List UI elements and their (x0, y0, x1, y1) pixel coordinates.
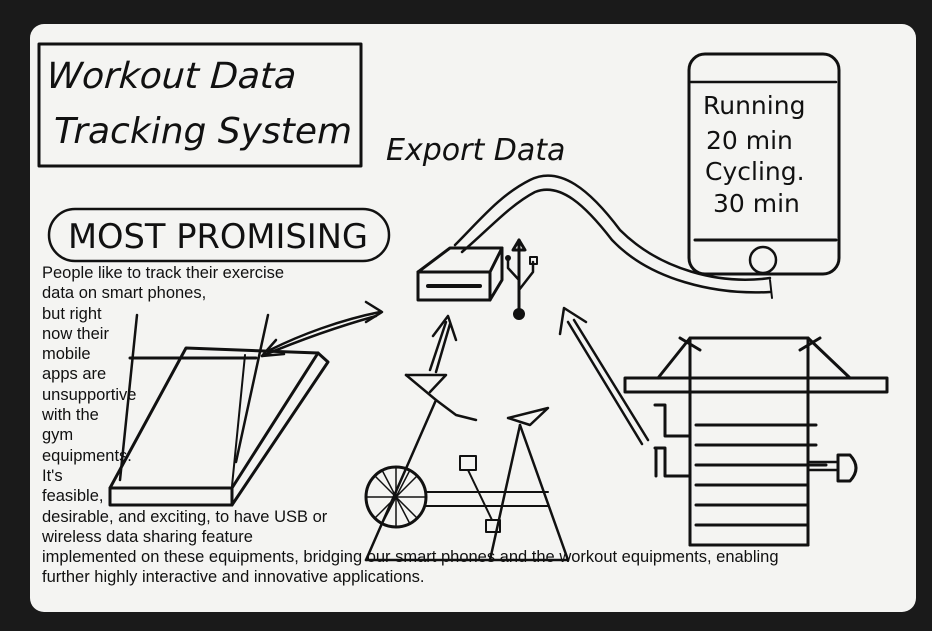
most-promising-badge: MOST PROMISING (47, 207, 391, 263)
phone-line-cycling-time: 30 min (713, 189, 800, 218)
arrow-machine-to-usb (558, 306, 650, 446)
description-line: but right (42, 304, 102, 323)
description-line: unsupportive (42, 385, 137, 404)
description-line: apps are (42, 365, 107, 384)
exercise-bike-illustration (364, 373, 570, 562)
description-paragraph: People like to track their exercise data… (42, 263, 882, 588)
description-line: implemented on these equipments, bridgin… (42, 548, 779, 567)
smartphone-illustration: Running 20 min Cycling. 30 min (687, 52, 841, 276)
badge-label: MOST PROMISING (68, 217, 368, 257)
description-line: further highly interactive and innovativ… (42, 568, 425, 587)
description-line: It's (42, 466, 63, 485)
usb-plug-icon (416, 246, 504, 302)
export-data-label: Export Data (386, 133, 565, 168)
arrow-treadmill-to-usb (260, 300, 384, 358)
description-line: gym (42, 426, 74, 445)
title-line-2: Tracking System (54, 111, 352, 152)
phone-line-running: Running (703, 91, 805, 120)
description-line: feasible, (42, 487, 104, 506)
usb-symbol-icon (505, 238, 538, 320)
title-box: Workout Data Tracking System (37, 42, 363, 168)
title-line-1: Workout Data (45, 56, 297, 97)
description-line: with the (42, 406, 99, 425)
description-line: mobile (42, 345, 91, 364)
description-line: wireless data sharing feature (42, 527, 253, 546)
description-line: equipments. (42, 446, 132, 465)
arrow-bike-to-usb (428, 314, 458, 374)
usb-cable (453, 174, 772, 281)
description-line: data on smart phones, (42, 284, 207, 303)
phone-line-running-time: 20 min (706, 126, 793, 155)
home-button-icon (748, 245, 778, 275)
description-line: now their (42, 324, 109, 343)
weight-machine-illustration (623, 336, 889, 547)
phone-line-cycling: Cycling. (705, 157, 805, 186)
description-line: People like to track their exercise (42, 264, 285, 282)
description-line: desirable, and exciting, to have USB or (42, 507, 328, 526)
